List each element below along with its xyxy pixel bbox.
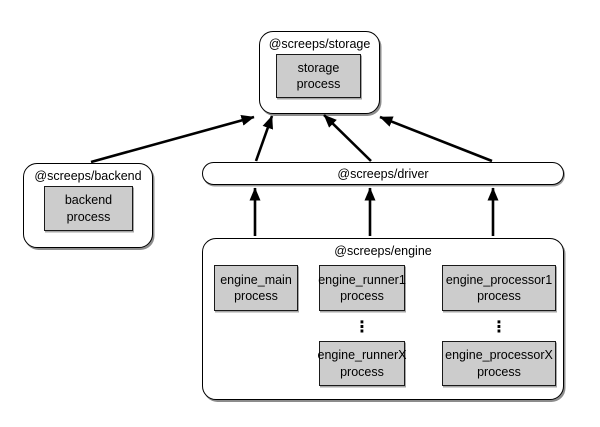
engine-processor1-process-box: engine_processor1 process bbox=[442, 265, 556, 311]
storage-process-box: storage process bbox=[276, 54, 361, 98]
storage-process-label: storage process bbox=[296, 60, 341, 92]
engine-runner1-process-label: engine_runner1 process bbox=[318, 272, 406, 304]
engine-label: @screeps/engine bbox=[334, 244, 432, 258]
arrow-backend-to-storage bbox=[90, 115, 255, 164]
engine-main-process-label: engine_main process bbox=[220, 272, 292, 304]
engine-runner1-process-box: engine_runner1 process bbox=[318, 265, 406, 311]
engine-processorX-process-box: engine_processorX process bbox=[442, 341, 556, 386]
storage-container: @screeps/storage storage process bbox=[259, 31, 380, 114]
arrow-driver-to-storage-left bbox=[254, 115, 274, 162]
backend-label: @screeps/backend bbox=[34, 169, 142, 183]
engine-runnerX-process-box: engine_runnerX process bbox=[317, 341, 407, 386]
arrow-driver-to-storage-middle bbox=[323, 114, 372, 162]
engine-main-process-box: engine_main process bbox=[214, 265, 298, 311]
engine-runnerX-process-label: engine_runnerX process bbox=[317, 348, 407, 379]
engine-processor1-process-label: engine_processor1 process bbox=[445, 272, 553, 304]
backend-process-box: backend process bbox=[44, 186, 133, 231]
driver-label: @screeps/driver bbox=[337, 166, 429, 181]
backend-container: @screeps/backend backend process bbox=[23, 163, 153, 248]
engine-processorX-process-label: engine_processorX process bbox=[445, 348, 553, 379]
runner-ellipsis: ⋮ bbox=[354, 316, 370, 336]
storage-label: @screeps/storage bbox=[268, 37, 371, 51]
engine-container: @screeps/engine engine_main process engi… bbox=[202, 238, 564, 400]
driver-pill: @screeps/driver bbox=[202, 162, 564, 185]
arrow-driver-to-storage-right bbox=[379, 115, 493, 163]
processor-ellipsis: ⋮ bbox=[491, 316, 507, 336]
backend-process-label: backend process bbox=[64, 193, 113, 224]
